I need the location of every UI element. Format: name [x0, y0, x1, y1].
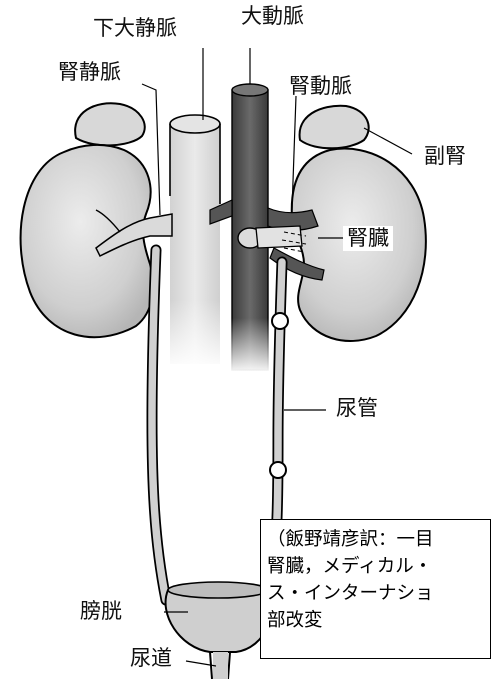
caption-line-3: ス・インターナショ — [267, 580, 490, 607]
caption-line-2: 腎臓，メディカル・ — [267, 553, 490, 580]
label-kidney: 腎臓 — [343, 226, 393, 251]
leader-adrenal — [364, 128, 412, 154]
label-renal-vein: 腎静脈 — [58, 62, 121, 83]
renal-vein-right — [256, 226, 302, 248]
caption-line-1: （飯野靖彦訳：一目 — [267, 526, 490, 553]
label-renal-artery: 腎動脈 — [289, 76, 352, 97]
label-bladder: 膀胱 — [80, 601, 122, 622]
ureter-constriction-marker-upper — [272, 313, 288, 329]
source-caption-box: （飯野靖彦訳：一目 腎臓，メディカル・ ス・インターナショ 部改変 — [260, 519, 491, 659]
label-adrenal: 副腎 — [424, 146, 466, 167]
bladder-top — [168, 582, 268, 598]
label-aorta: 大動脈 — [241, 6, 304, 27]
ivc-top-opening — [170, 115, 220, 133]
left-adrenal-gland — [75, 103, 145, 145]
aorta-top-opening — [232, 84, 268, 96]
right-adrenal-gland — [300, 106, 369, 148]
label-ureter: 尿管 — [336, 398, 378, 419]
caption-line-4: 部改変 — [267, 607, 490, 634]
label-inferior-vena-cava: 下大静脈 — [93, 18, 177, 39]
label-urethra: 尿道 — [130, 648, 172, 669]
ureter-constriction-marker-lower — [270, 462, 286, 478]
